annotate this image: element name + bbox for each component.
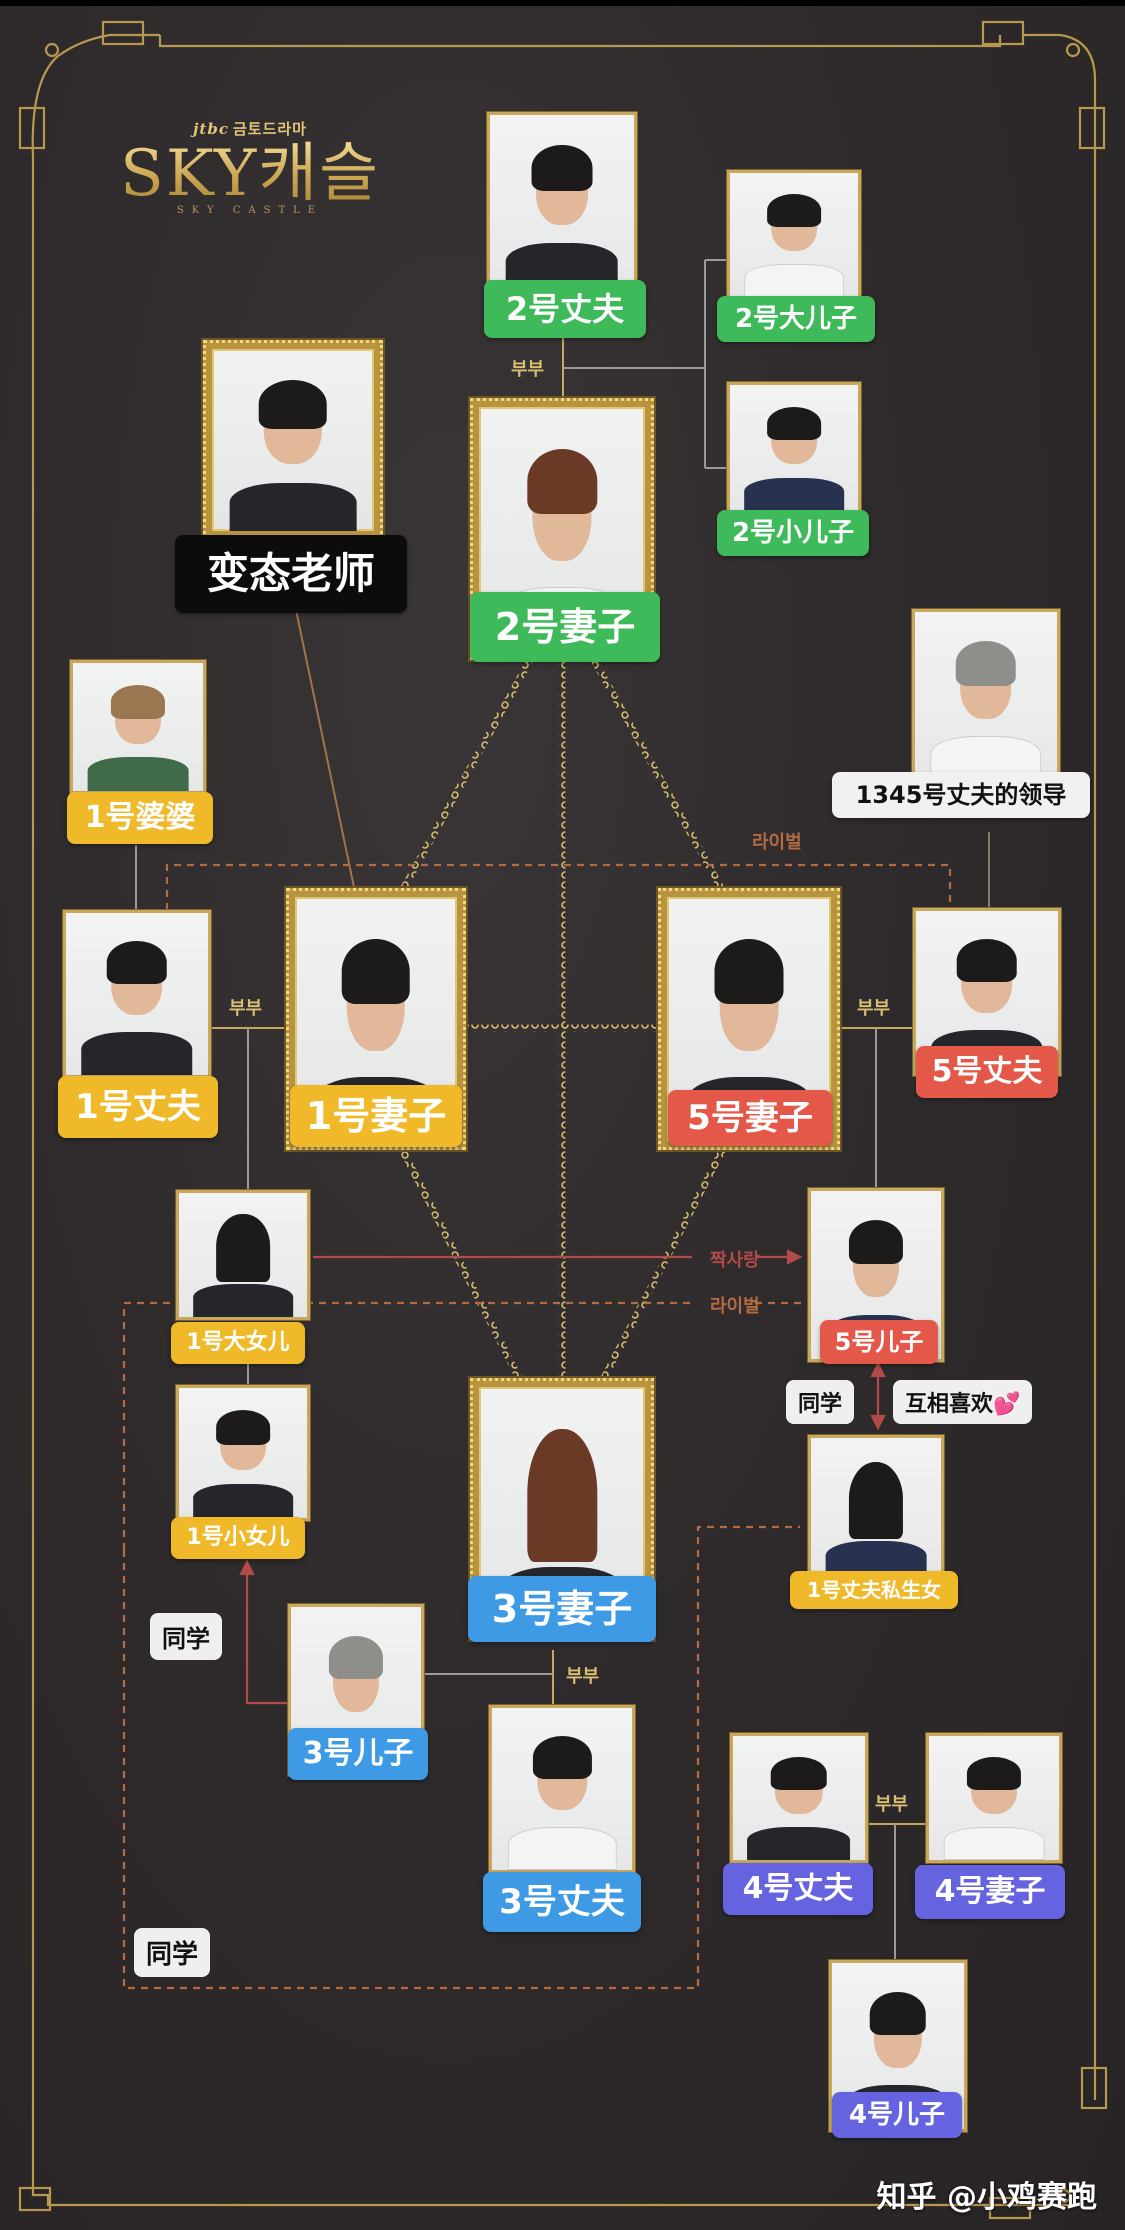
tutor-link [295,609,356,893]
label-son5: 5号儿子 [820,1320,938,1364]
label-husband3: 3号丈夫 [483,1872,641,1932]
couple-label-1: 부부 [229,998,263,1019]
portrait-husband3[interactable] [489,1705,635,1873]
person-icon [744,188,844,297]
show-title: SKY캐슬 [100,139,400,209]
label-mother-in-law1: 1号婆婆 [67,792,213,844]
label-husband1: 1号丈夫 [58,1076,218,1138]
note-classmates-bottom: 同学 [134,1928,211,1977]
rival-label-mid: 라이벌 [710,1296,760,1317]
label-husband5: 5号丈夫 [916,1046,1058,1098]
label-wife3: 3号妻子 [468,1576,656,1642]
label-wife1: 1号妻子 [290,1085,462,1147]
label-boss: 1345号丈夫的领导 [832,772,1090,818]
portrait-wife4[interactable] [926,1733,1062,1863]
portrait-husband2[interactable] [487,112,637,292]
person-icon [744,400,844,511]
label-son3: 3号儿子 [288,1728,428,1780]
label-illegit-daughter1: 1号丈夫私生女 [790,1571,958,1609]
portrait-husband4[interactable] [730,1733,868,1863]
label-wife2: 2号妻子 [470,592,660,662]
person-icon [505,136,619,289]
portrait-boss[interactable] [912,609,1060,784]
person-icon [825,1455,927,1578]
couple-label-4: 부부 [875,1794,909,1815]
portrait-husband1[interactable] [63,910,211,1078]
couple-label-5: 부부 [857,998,891,1019]
person-icon [747,1751,851,1860]
label-son4: 4号儿子 [832,2092,962,2138]
label-elder-son2: 2号大儿子 [717,296,875,342]
portrait-illegit-daughter1[interactable] [808,1435,944,1581]
person-icon [943,1751,1045,1860]
label-wife5: 5号妻子 [668,1090,832,1146]
person-icon [193,1208,293,1317]
watermark: 知乎 @小鸡赛跑 [876,2180,1097,2215]
family3-lines [425,1650,554,1705]
label-wife4: 4号妻子 [915,1865,1065,1919]
person-icon [930,632,1042,781]
portrait-mother-in-law1[interactable] [70,660,206,794]
label-younger-daughter1: 1号小女儿 [171,1517,305,1559]
person-icon [507,1727,617,1870]
note-classmates-3-1: 同学 [150,1613,222,1660]
person-icon [193,1404,293,1518]
person-icon [81,932,193,1075]
note-classmates-5-1: 同学 [786,1380,855,1424]
crush-label: 짝사랑 [710,1250,760,1271]
label-tutor: 变态老师 [175,535,407,613]
rival-label-top: 라이벌 [752,832,802,853]
portrait-younger-daughter1[interactable] [176,1385,310,1521]
couple-label-3: 부부 [566,1666,600,1687]
label-husband2: 2号丈夫 [484,280,646,338]
portrait-tutor[interactable] [203,340,383,540]
note-mutual-like: 互相喜欢💕 [893,1380,1033,1424]
person-icon [87,678,189,791]
couple-label-2: 부부 [511,359,545,380]
show-subtitle: SKY CASTLE [176,205,324,216]
hearts-icon: 💕 [993,1392,1021,1417]
portrait-elder-son2[interactable] [727,170,861,300]
label-elder-daughter1: 1号大女儿 [171,1322,305,1364]
label-husband4: 4号丈夫 [723,1863,873,1915]
top-bar [0,0,1125,6]
portrait-younger-son2[interactable] [727,382,861,514]
label-younger-son2: 2号小儿子 [717,510,869,556]
portrait-elder-daughter1[interactable] [176,1190,310,1320]
person-icon [229,371,357,531]
